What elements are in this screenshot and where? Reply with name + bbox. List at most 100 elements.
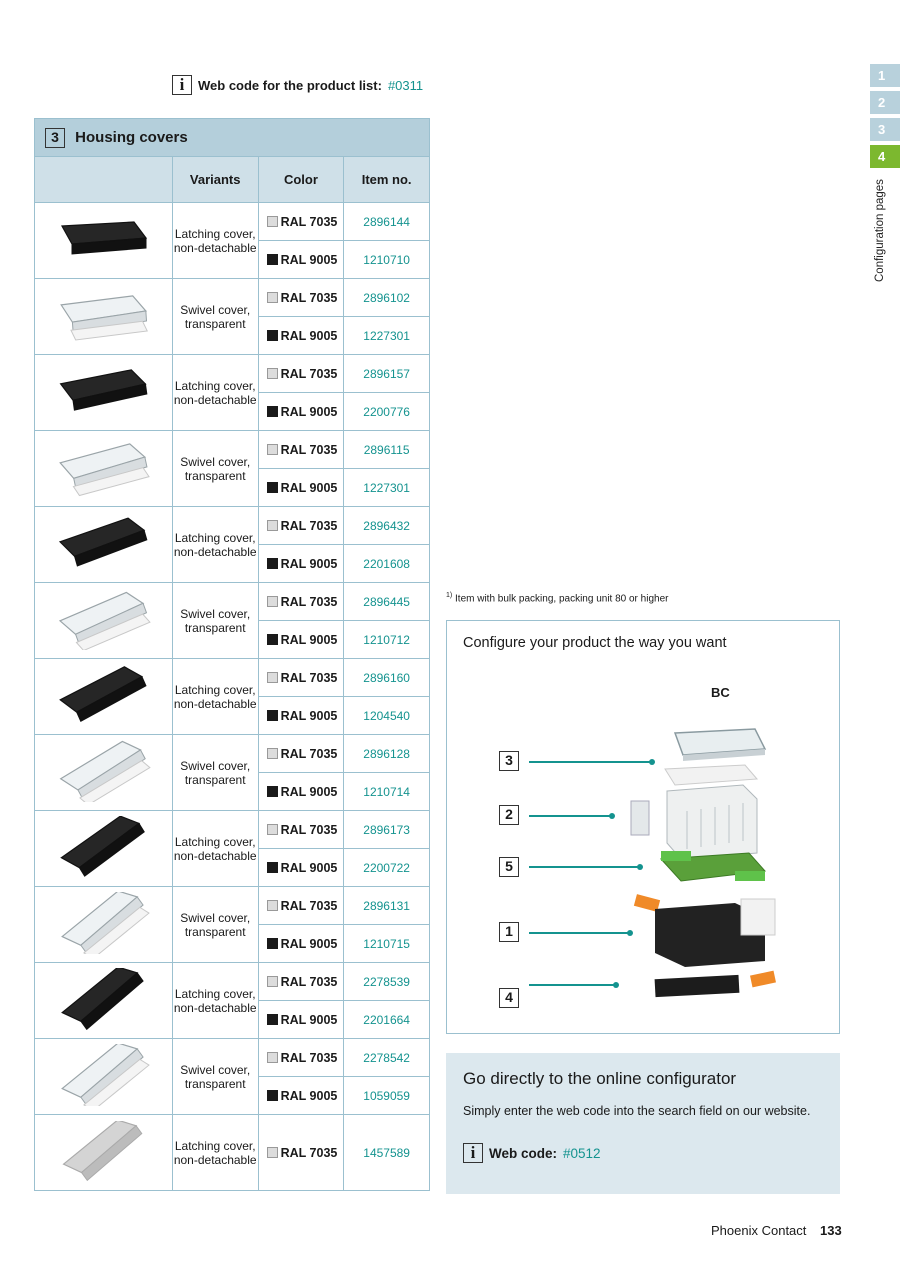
item-number-link[interactable]: 1210715 (343, 924, 430, 963)
ral-code: RAL 7035 (280, 898, 338, 913)
tab-chapter-1[interactable]: 1 (870, 64, 900, 87)
ral-code: RAL 7035 (280, 1050, 338, 1065)
variant-text: Swivel cover, (180, 758, 251, 773)
item-number-link[interactable]: 2896102 (343, 278, 430, 317)
webcode-link[interactable]: #0311 (387, 77, 424, 93)
ral-code: RAL 7035 (280, 746, 338, 761)
table-title-text: Housing covers (75, 128, 188, 146)
item-number-link[interactable]: 2896128 (343, 734, 430, 773)
step-marker: 2 (499, 805, 519, 825)
cover-image (61, 966, 145, 1031)
footnote: 1) Item with bulk packing, packing unit … (446, 592, 668, 604)
item-number-link[interactable]: 2896131 (343, 886, 430, 925)
cover-image (62, 1119, 143, 1182)
grey-swatch-icon (266, 1146, 278, 1158)
ral-code: RAL 7035 (280, 670, 338, 685)
variant-cell: Swivel cover,transparent (171, 278, 259, 355)
table-row: Latching cover,non-detachable RAL 7035 227… (34, 962, 430, 1039)
color-cell: RAL 9005 (257, 1000, 345, 1039)
item-number-link[interactable]: 2278539 (343, 962, 430, 1001)
item-number-link[interactable]: 2896173 (343, 810, 430, 849)
ral-code: RAL 7035 (280, 366, 338, 381)
item-number-link[interactable]: 2896445 (343, 582, 430, 621)
grey-swatch-icon (266, 291, 278, 303)
cover-image (59, 369, 148, 411)
color-cell: RAL 9005 (257, 316, 345, 355)
header-variants: Variants (171, 156, 259, 203)
leader-dot (637, 864, 643, 870)
item-number-link[interactable]: 1210712 (343, 620, 430, 659)
variant-cell: Latching cover,non-detachable (171, 962, 259, 1039)
black-swatch-icon (266, 1089, 278, 1101)
side-section-label: Configuration pages (874, 179, 886, 282)
item-number-link[interactable]: 2200776 (343, 392, 430, 431)
item-number-link[interactable]: 2201608 (343, 544, 430, 583)
variant-text: transparent (184, 468, 246, 483)
variant-cell: Latching cover,non-detachable (171, 506, 259, 583)
black-swatch-icon (266, 861, 278, 873)
product-image (34, 962, 173, 1039)
item-number-link[interactable]: 1227301 (343, 316, 430, 355)
tab-chapter-3[interactable]: 3 (870, 118, 900, 141)
color-cell: RAL 9005 (257, 924, 345, 963)
item-number-link[interactable]: 2278542 (343, 1038, 430, 1077)
leader-dot (609, 813, 615, 819)
color-cell: RAL 9005 (257, 392, 345, 431)
variant-text: non-detachable (173, 544, 257, 559)
item-number-link[interactable]: 1059059 (343, 1076, 430, 1115)
color-cell: RAL 7035 (257, 354, 345, 393)
leader-line (529, 815, 611, 817)
item-number-link[interactable]: 1227301 (343, 468, 430, 507)
ral-code: RAL 7035 (280, 974, 338, 989)
tab-chapter-4[interactable]: 4 (870, 145, 900, 168)
configure-title: Configure your product the way you want (463, 635, 727, 651)
grey-swatch-icon (266, 215, 278, 227)
variant-cell: Swivel cover,transparent (171, 886, 259, 963)
product-list-webcode: i Web code for the product list: #0311 (172, 75, 423, 95)
color-cell: RAL 7035 (257, 430, 345, 469)
section-number: 3 (45, 127, 65, 148)
ral-code: RAL 9005 (280, 480, 338, 495)
item-number-link[interactable]: 2896432 (343, 506, 430, 545)
variant-text: non-detachable (173, 1152, 257, 1167)
item-number-link[interactable]: 2896157 (343, 354, 430, 393)
item-number-link[interactable]: 2200722 (343, 848, 430, 887)
variant-cell: Swivel cover,transparent (171, 430, 259, 507)
grey-swatch-icon (266, 443, 278, 455)
variant-text: transparent (184, 924, 246, 939)
item-number-link[interactable]: 1210714 (343, 772, 430, 811)
color-cell: RAL 7035 (257, 658, 345, 697)
variant-text: Swivel cover, (180, 454, 251, 469)
leader-line (529, 866, 639, 868)
color-cell: RAL 7035 (257, 810, 345, 849)
leader-dot (649, 759, 655, 765)
item-number-link[interactable]: 1204540 (343, 696, 430, 735)
webcode-link[interactable]: #0512 (563, 1145, 601, 1161)
variant-text: non-detachable (173, 696, 257, 711)
product-image (34, 886, 173, 963)
item-number-link[interactable]: 1457589 (343, 1114, 430, 1191)
online-webcode: i Web code: #0512 (463, 1143, 601, 1163)
variant-text: non-detachable (173, 240, 257, 255)
tab-chapter-2[interactable]: 2 (870, 91, 900, 114)
variant-cell: Swivel cover,transparent (171, 1038, 259, 1115)
cover-image (59, 517, 148, 567)
variant-cell: Latching cover,non-detachable (171, 658, 259, 735)
header-item: Item no. (343, 156, 430, 203)
item-number-link[interactable]: 2896160 (343, 658, 430, 697)
item-number-link[interactable]: 2896115 (343, 430, 430, 469)
ral-code: RAL 9005 (280, 328, 338, 343)
ral-code: RAL 7035 (280, 214, 338, 229)
item-number-link[interactable]: 2201664 (343, 1000, 430, 1039)
table-row: RAL 9005 1227301 (35, 316, 430, 355)
item-number-link[interactable]: 1210710 (343, 240, 430, 279)
variant-cell: Latching cover,non-detachable (171, 1114, 259, 1191)
item-number-link[interactable]: 2896144 (343, 202, 430, 241)
footnote-mark: 1) (446, 592, 453, 599)
